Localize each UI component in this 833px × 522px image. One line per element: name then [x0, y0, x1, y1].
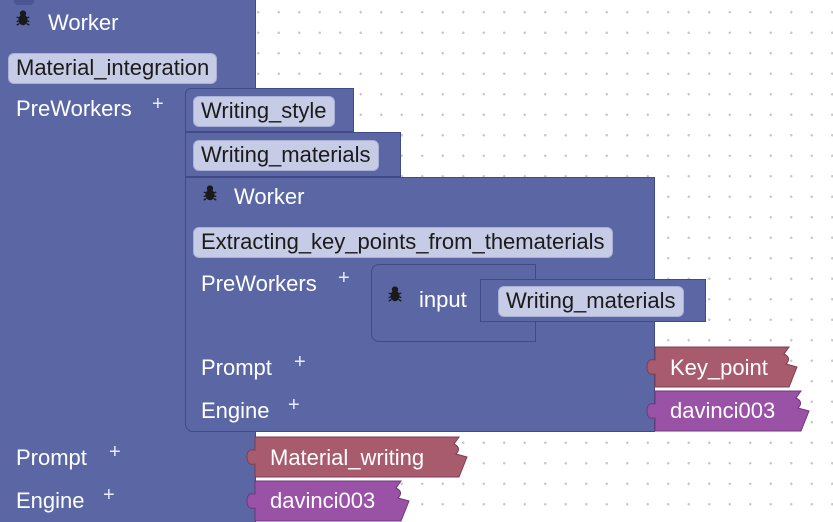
outer-worker-title: Worker [48, 10, 119, 35]
outer-engine-label: Engine [16, 488, 85, 513]
input-block-label: input [419, 287, 467, 312]
bug-icon [16, 10, 30, 26]
inner-worker-name-field[interactable]: Extracting_key_points_from_thematerials [193, 227, 613, 258]
inner-engine-add-button[interactable]: + [288, 394, 300, 416]
writing-materials-field[interactable]: Writing_materials [193, 140, 379, 171]
outer-preworkers-add-button[interactable]: + [152, 93, 164, 115]
outer-engine-value-chip[interactable] [243, 480, 415, 522]
input-block[interactable] [371, 264, 536, 342]
inner-preworkers-add-button[interactable]: + [338, 267, 350, 289]
outer-prompt-label: Prompt [16, 445, 87, 470]
writing-style-field[interactable]: Writing_style [193, 96, 335, 127]
outer-prompt-value-chip[interactable] [243, 436, 473, 478]
inner-prompt-value: Key_point [670, 355, 768, 380]
input-block-value-field[interactable]: Writing_materials [498, 286, 684, 317]
outer-engine-value: davinci003 [270, 488, 376, 513]
outer-prompt-value: Material_writing [270, 445, 425, 470]
outer-prompt-add-button[interactable]: + [109, 441, 121, 463]
inner-engine-value: davinci003 [670, 398, 776, 423]
outer-preworkers-label: PreWorkers [16, 96, 132, 121]
bug-icon [203, 185, 217, 201]
inner-prompt-label: Prompt [201, 355, 272, 380]
inner-preworkers-label: PreWorkers [201, 271, 317, 296]
inner-engine-label: Engine [201, 398, 270, 423]
inner-worker-title: Worker [234, 184, 305, 209]
inner-prompt-add-button[interactable]: + [294, 351, 306, 373]
inner-engine-value-chip[interactable] [643, 390, 815, 432]
outer-engine-add-button[interactable]: + [103, 484, 115, 506]
inner-prompt-value-chip[interactable] [643, 346, 803, 388]
outer-worker-name-field[interactable]: Material_integration [8, 53, 218, 84]
outer-worker-top-notch [14, 0, 34, 5]
bug-icon [388, 286, 402, 302]
